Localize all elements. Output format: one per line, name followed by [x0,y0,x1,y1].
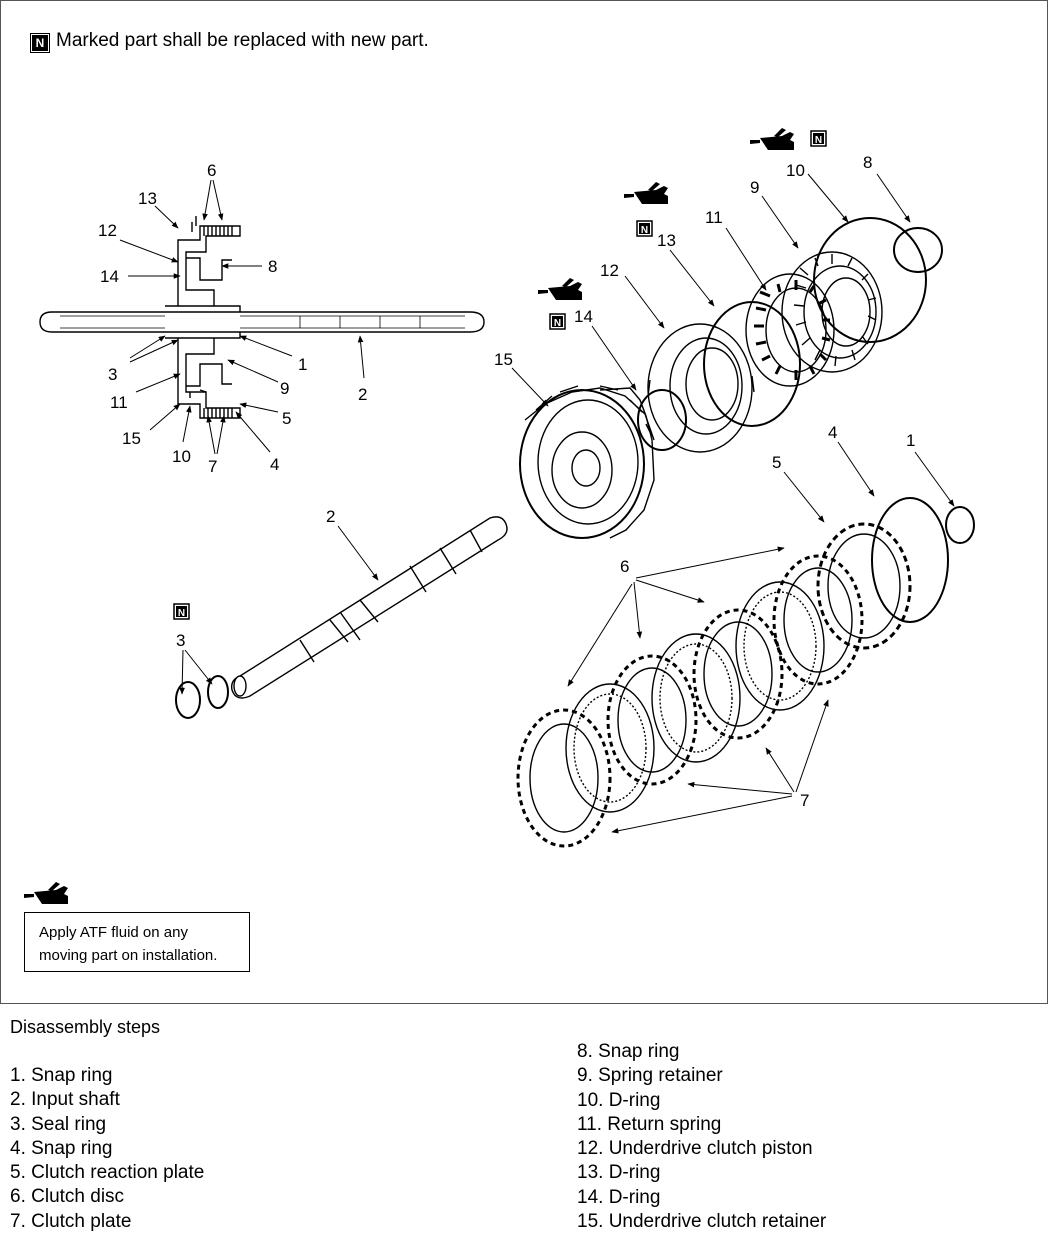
section-view [39,216,485,419]
svg-text:N: N [641,225,648,236]
step-item: 2. Input shaft [10,1089,120,1111]
callout-3: 3 [108,365,117,384]
callout-7: 7 [800,791,809,810]
clutch-retainer-15 [519,385,655,539]
section-leaders [119,179,365,455]
step-item: 11. Return spring [577,1113,722,1135]
replacement-note-text: Marked part shall be replaced with new p… [56,30,429,51]
seal-ring-3a [175,681,201,719]
section-labels: 6 13 12 8 14 1 2 3 9 11 5 15 10 7 4 [98,161,367,476]
spring-retainer-9 [781,251,883,373]
snap-ring-8 [893,227,943,273]
return-spring-11 [745,273,835,387]
step-item: 13. D-ring [577,1162,661,1184]
replacement-note: N Marked part shall be replaced with new … [30,30,429,53]
diagram-frame [0,0,1048,1004]
step-item: 4. Snap ring [10,1137,113,1159]
callout-14: 14 [574,307,593,326]
step-item: 1. Snap ring [10,1065,113,1086]
callout-5: 5 [772,453,781,472]
svg-text:N: N [178,608,185,619]
new-part-badges: N N N N [173,130,827,620]
callout-12: 12 [98,221,117,240]
callout-15: 15 [494,350,513,369]
callout-9: 9 [280,379,289,398]
legend-line-1: Apply ATF fluid on any [39,924,188,941]
snap-ring-1 [945,506,975,544]
callout-13: 13 [138,189,157,208]
step-item: 5. Clutch reaction plate [10,1162,205,1184]
callout-10: 10 [172,447,191,466]
step-item: 15. Underdrive clutch retainer [577,1211,827,1233]
oil-can-icon [538,278,582,300]
new-part-badge: N [30,33,50,53]
callout-10: 10 [786,161,805,180]
step-item: 10. D-ring [577,1089,661,1111]
callout-9: 9 [750,178,759,197]
exploded-diagram: 6 13 12 8 14 1 2 3 9 11 5 15 10 7 4 [24,128,975,904]
callout-6: 6 [620,557,629,576]
steps-left-list: 1. Snap ring 2. Input shaft 3. Seal ring… [10,1064,204,1234]
exploded-parts [519,217,943,539]
callout-2: 2 [358,385,367,404]
callout-2: 2 [326,507,335,526]
clutch-piston-12 [647,323,755,453]
oil-can-icon [750,128,794,150]
callout-11: 11 [705,208,723,227]
exploded-labels: 10 8 9 13 11 12 14 15 4 1 5 2 3 6 7 [176,153,915,810]
step-item: 6. Clutch disc [10,1186,125,1208]
step-item: 7. Clutch plate [10,1210,132,1232]
callout-6: 6 [207,161,216,180]
legend-line-2: moving part on installation. [39,947,218,964]
callout-1: 1 [298,355,307,374]
reaction-plate-5 [816,522,912,650]
svg-text:N: N [554,318,561,329]
callout-14: 14 [100,267,119,286]
callout-4: 4 [270,455,279,474]
clutch-pack [516,497,975,848]
atf-legend: Apply ATF fluid on any moving part on in… [24,912,250,972]
callout-11: 11 [110,393,128,412]
callout-8: 8 [268,257,277,276]
callout-7: 7 [208,457,217,476]
d-ring-10 [813,217,927,343]
exploded-leaders [179,173,955,834]
step-item: 9. Spring retainer [577,1065,723,1087]
d-ring-14 [637,389,687,451]
oil-can-icon [624,182,668,204]
svg-text:N: N [815,135,822,146]
oil-can-icon [24,882,68,904]
clutch-plates-7 [516,554,864,848]
callout-4: 4 [828,423,837,442]
step-item: 14. D-ring [577,1186,661,1208]
callout-3: 3 [176,631,185,650]
callout-8: 8 [863,153,872,172]
steps-title: Disassembly steps [10,1017,161,1037]
step-item: 8. Snap ring [577,1041,680,1062]
callout-15: 15 [122,429,141,448]
steps-right-list: 8. Snap ring 9. Spring retainer 10. D-ri… [577,1040,826,1234]
callout-1: 1 [906,431,915,450]
callout-5: 5 [282,409,291,428]
input-shaft-2 [230,516,508,699]
seal-ring-3b [207,675,229,709]
callout-12: 12 [600,261,619,280]
step-item: 3. Seal ring [10,1113,107,1135]
callout-13: 13 [657,231,676,250]
d-ring-13 [703,301,801,427]
step-item: 12. Underdrive clutch piston [577,1138,813,1160]
clutch-discs-6 [565,581,825,813]
snap-ring-4 [871,497,949,623]
